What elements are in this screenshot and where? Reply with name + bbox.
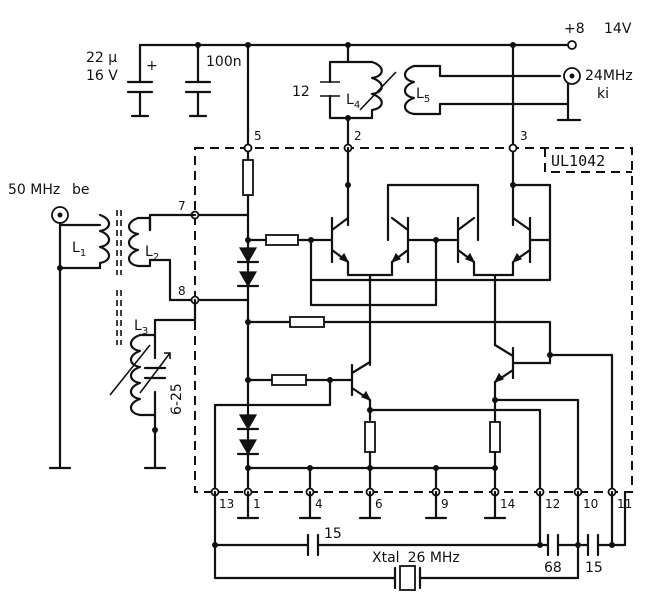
pin-10-label: 10 (583, 497, 598, 511)
transistor-q1 (330, 216, 350, 264)
cap-15-left-label: 15 (324, 526, 342, 542)
l1-label: L1 (72, 240, 86, 259)
inductor-l1 (98, 213, 111, 270)
ground-pin6 (358, 490, 382, 520)
electrolytic-capacitor: + (126, 43, 158, 118)
l5-label: L5 (416, 86, 430, 105)
svg-text:+: + (146, 58, 158, 74)
cap-68 (546, 533, 560, 557)
diode-upper-1 (236, 247, 260, 264)
ground-pin9 (424, 490, 448, 520)
transistor-q2 (390, 216, 410, 264)
output-mark-label: ki (597, 86, 609, 102)
cap-15-right-label: 15 (585, 560, 603, 576)
trimmer-label: 6-25 (169, 383, 185, 415)
inductor-l2 (127, 216, 152, 268)
input-mark-label: be (72, 182, 90, 198)
transistor-q6 (493, 343, 515, 384)
supply-voltage: 14V (604, 21, 632, 37)
decoupling-capacitor (184, 43, 212, 118)
pin-5-label: 5 (254, 129, 262, 143)
resistor-pin5 (242, 159, 254, 196)
cap-68-label: 68 (544, 560, 562, 576)
pin-14-label: 14 (500, 497, 515, 511)
diode-lower-1 (236, 414, 260, 431)
cap-15-right (586, 533, 600, 557)
ground-pin4 (298, 490, 322, 520)
crystal (393, 565, 422, 591)
cap-16v-label: 16 V (86, 68, 118, 84)
pin-7-label: 7 (178, 199, 186, 213)
ground-pin1 (236, 490, 260, 520)
cap-22u-label: 22 μ (86, 50, 117, 66)
transistor-q4 (511, 216, 532, 264)
ic-label: UL1042 (551, 152, 605, 170)
pin-4-label: 4 (315, 497, 323, 511)
output-freq-label: 24MHz (585, 68, 633, 84)
resistor-base-q1 (265, 234, 299, 246)
l4-label: L4 (346, 92, 360, 111)
pin-12-label: 12 (545, 497, 560, 511)
inductor-l5 (403, 64, 416, 116)
cap-100n-label: 100n (206, 54, 242, 70)
pin-6-label: 6 (375, 497, 383, 511)
l3-label: L3 (134, 318, 148, 337)
pin-13-label: 13 (219, 497, 234, 511)
cap-15-left (306, 533, 320, 557)
pin-8-label: 8 (178, 284, 186, 298)
transistor-q3 (456, 216, 476, 264)
resistor-emitter-q5 (364, 421, 376, 453)
ic-label-box (544, 148, 632, 173)
pin-2-label: 2 (354, 129, 362, 143)
resistor-bias (289, 316, 325, 328)
resistor-base-q5 (271, 374, 307, 386)
trimmer-capacitor (143, 366, 167, 380)
ic-outline (194, 147, 633, 493)
l2-label: L2 (145, 244, 159, 263)
pin-9-label: 9 (441, 497, 449, 511)
resistor-emitter-q6 (489, 421, 501, 453)
diode-upper-2 (236, 271, 260, 288)
pin-3-label: 3 (520, 129, 528, 143)
cap-12p-label: 12 (292, 84, 310, 100)
pin-1-label: 1 (253, 497, 261, 511)
input-freq-label: 50 MHz (8, 182, 60, 198)
ground-pin14 (483, 490, 507, 520)
supply-plus: +8 (564, 21, 585, 37)
diode-lower-2 (236, 439, 260, 456)
transistor-q5 (350, 360, 372, 402)
inductor-l3 (129, 333, 142, 417)
supply-terminal (567, 40, 577, 50)
inductor-l4 (370, 60, 383, 120)
